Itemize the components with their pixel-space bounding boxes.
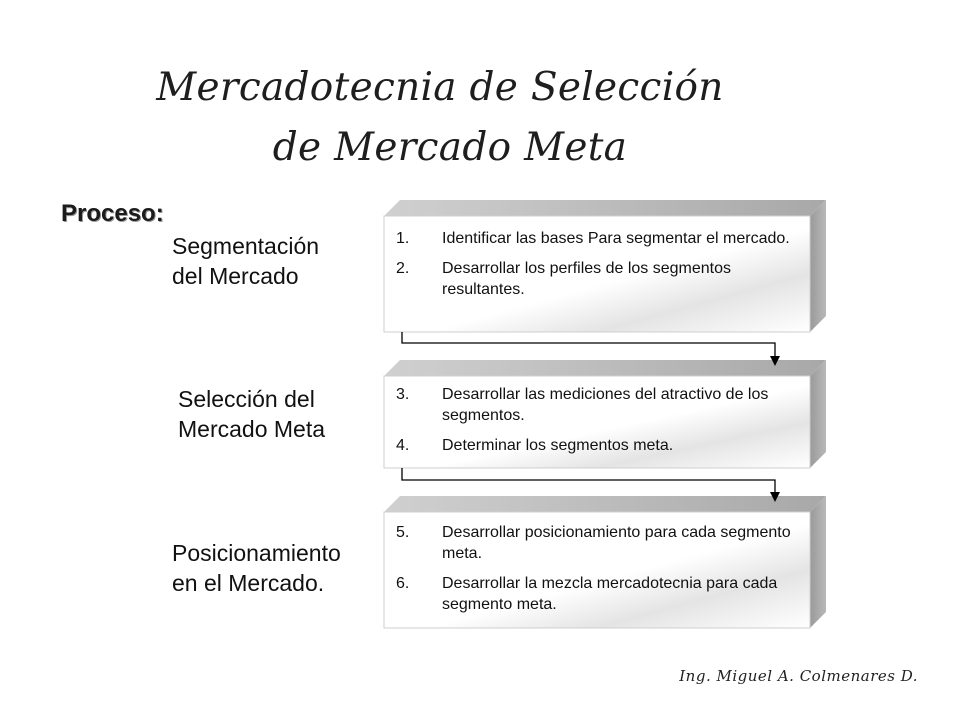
slide-title: Mercadotecnia de Selección de Mercado Me… (0, 58, 880, 178)
stage-label-line-1: Selección del (178, 386, 315, 412)
stage-label-target-selection: Selección del Mercado Meta (178, 384, 325, 444)
stage-label-line-2: Mercado Meta (178, 416, 326, 442)
arrow-down-icon (770, 356, 780, 366)
list-item: 3. Desarrollar las mediciones del atract… (384, 384, 794, 426)
step-number: 1. (396, 230, 410, 247)
step-box-3-top (384, 496, 826, 512)
list-item: 4. Determinar los segmentos meta. (384, 435, 794, 456)
step-number: 4. (396, 437, 410, 454)
step-box-3 (383, 496, 826, 629)
step-text: Desarrollar posicionamiento para cada se… (442, 524, 791, 562)
step-list-segmentation: 1. Identificar las bases Para segmentar … (384, 228, 794, 309)
step-text: Desarrollar los perfiles de los segmento… (442, 260, 732, 298)
list-item: 2. Desarrollar los perfiles de los segme… (384, 258, 794, 300)
step-number: 6. (396, 575, 410, 592)
process-heading: Proceso: (61, 200, 164, 227)
step-box-2-face (383, 375, 811, 469)
stage-label-line-1: Segmentación (172, 233, 320, 259)
step-box-2-side (810, 360, 826, 468)
step-number: 2. (396, 260, 410, 277)
step-box-1-top (384, 200, 826, 216)
step-list-positioning: 5. Desarrollar posicionamiento para cada… (384, 522, 794, 624)
step-box-3-face (383, 511, 811, 629)
stage-label-positioning: Posicionamiento en el Mercado. (172, 538, 341, 598)
author-signature: Ing. Miguel A. Colmenares D. (679, 667, 918, 685)
step-text: Desarrollar las mediciones del atractivo… (442, 386, 769, 424)
arrow-down-icon (770, 492, 780, 502)
step-text: Determinar los segmentos meta. (442, 437, 674, 454)
step-box-3-side (810, 496, 826, 628)
list-item: 1. Identificar las bases Para segmentar … (384, 228, 794, 249)
step-box-1 (383, 200, 826, 333)
stage-label-line-1: Posicionamiento (172, 540, 341, 566)
connector-arrow-2 (401, 468, 776, 500)
step-number: 5. (396, 524, 410, 541)
step-box-1-face (383, 215, 811, 333)
step-box-2 (383, 360, 826, 469)
stage-label-segmentation: Segmentación del Mercado (172, 231, 319, 291)
connector-arrow-1 (401, 332, 776, 364)
slide-title-line-2: de Mercado Meta (272, 125, 628, 170)
stage-label-line-2: en el Mercado. (172, 570, 325, 596)
list-item: 5. Desarrollar posicionamiento para cada… (384, 522, 794, 564)
step-box-1-side (810, 200, 826, 332)
step-number: 3. (396, 386, 410, 403)
list-item: 6. Desarrollar la mezcla mercadotecnia p… (384, 573, 794, 615)
stage-label-line-2: del Mercado (172, 263, 299, 289)
slide-title-line-1: Mercadotecnia de Selección (156, 65, 724, 110)
step-text: Identificar las bases Para segmentar el … (442, 230, 790, 247)
step-list-target-selection: 3. Desarrollar las mediciones del atract… (384, 384, 794, 465)
step-text: Desarrollar la mezcla mercadotecnia para… (442, 575, 778, 613)
step-box-2-top (384, 360, 826, 376)
